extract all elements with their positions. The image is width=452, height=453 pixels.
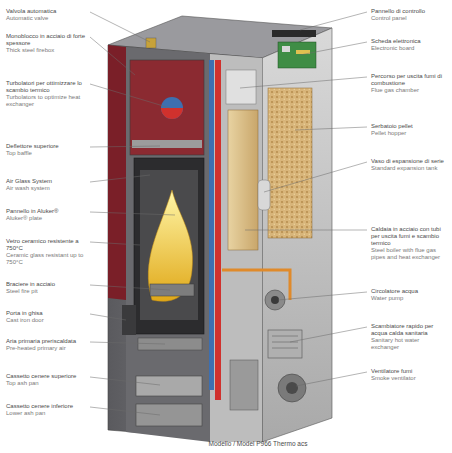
part-label: Pannello di controllo: [371, 8, 447, 15]
part-label: Cassetto cenere superiore: [6, 373, 86, 380]
boiler-internals: [146, 30, 316, 410]
part-label: Porta in ghisa: [6, 310, 86, 317]
part-label: Valvola automatica: [6, 8, 86, 15]
part-label-english: Water pump: [371, 295, 447, 302]
part-label: Scambiatore rapido per acqua calda sanit…: [371, 323, 447, 337]
part-label-english: Sanitary hot water exchanger: [371, 337, 447, 351]
part-label: Percorso per uscita fumi di combustione: [371, 73, 447, 87]
part-label-english: Standard expansion tank: [371, 165, 447, 172]
part-label: Circolatore acqua: [371, 288, 447, 295]
part-label: Deflettore superiore: [6, 143, 86, 150]
part-label-english: Steel fire pit: [6, 288, 86, 295]
part-label-english: Lower ash pan: [6, 410, 86, 417]
part-label: Air Glass System: [6, 178, 86, 185]
part-label-english: Smoke ventilator: [371, 375, 447, 382]
part-label-english: Automatic valve: [6, 15, 86, 22]
part-label-english: Pellet hopper: [371, 130, 447, 137]
part-label: Serbatoio pellet: [371, 123, 447, 130]
part-label-english: Cast iron door: [6, 317, 86, 324]
cabinet: [108, 16, 332, 442]
part-label-english: Steel boiler with flue gas pipes and hea…: [371, 247, 447, 261]
part-label: Aria primaria preriscaldata: [6, 338, 86, 345]
part-label: Caldaia in acciaio con tubi per uscita f…: [371, 226, 447, 247]
part-label-english: Thick steel firebox: [6, 47, 86, 54]
part-label: Turbolatori per ottimizzare lo scambio t…: [6, 80, 86, 94]
part-label-english: Top ash pan: [6, 380, 86, 387]
part-label: Vetro ceramico resistente a 750°C: [6, 238, 86, 252]
part-label: Pannello in Aluker®: [6, 208, 86, 215]
part-label: Cassetto cenere inferiore: [6, 403, 86, 410]
part-label-english: Air wash system: [6, 185, 86, 192]
part-label-english: Pre-heated primary air: [6, 345, 86, 352]
model-caption: Modello / Model P966 Thermo acs: [209, 440, 308, 447]
part-label: Ventilatore fumi: [371, 368, 447, 375]
part-label: Monoblocco in acciaio di forte spessore: [6, 33, 86, 47]
part-label-english: Control panel: [371, 15, 447, 22]
part-label: Braciere in acciaio: [6, 281, 86, 288]
part-label-english: Turbolators to optimize heat exchanger: [6, 94, 86, 108]
part-label-english: Flue gas chamber: [371, 87, 447, 94]
part-label-english: Top baffle: [6, 150, 86, 157]
firebox: [122, 60, 204, 426]
leader-lines: [90, 12, 367, 415]
part-label: Vaso di espansione di serie: [371, 158, 447, 165]
part-label-english: Aluker® plate: [6, 215, 86, 222]
part-label-english: Ceramic glass resistant up to 750°C: [6, 252, 86, 266]
part-label: Scheda elettronica: [371, 38, 447, 45]
part-label-english: Electronic board: [371, 45, 447, 52]
